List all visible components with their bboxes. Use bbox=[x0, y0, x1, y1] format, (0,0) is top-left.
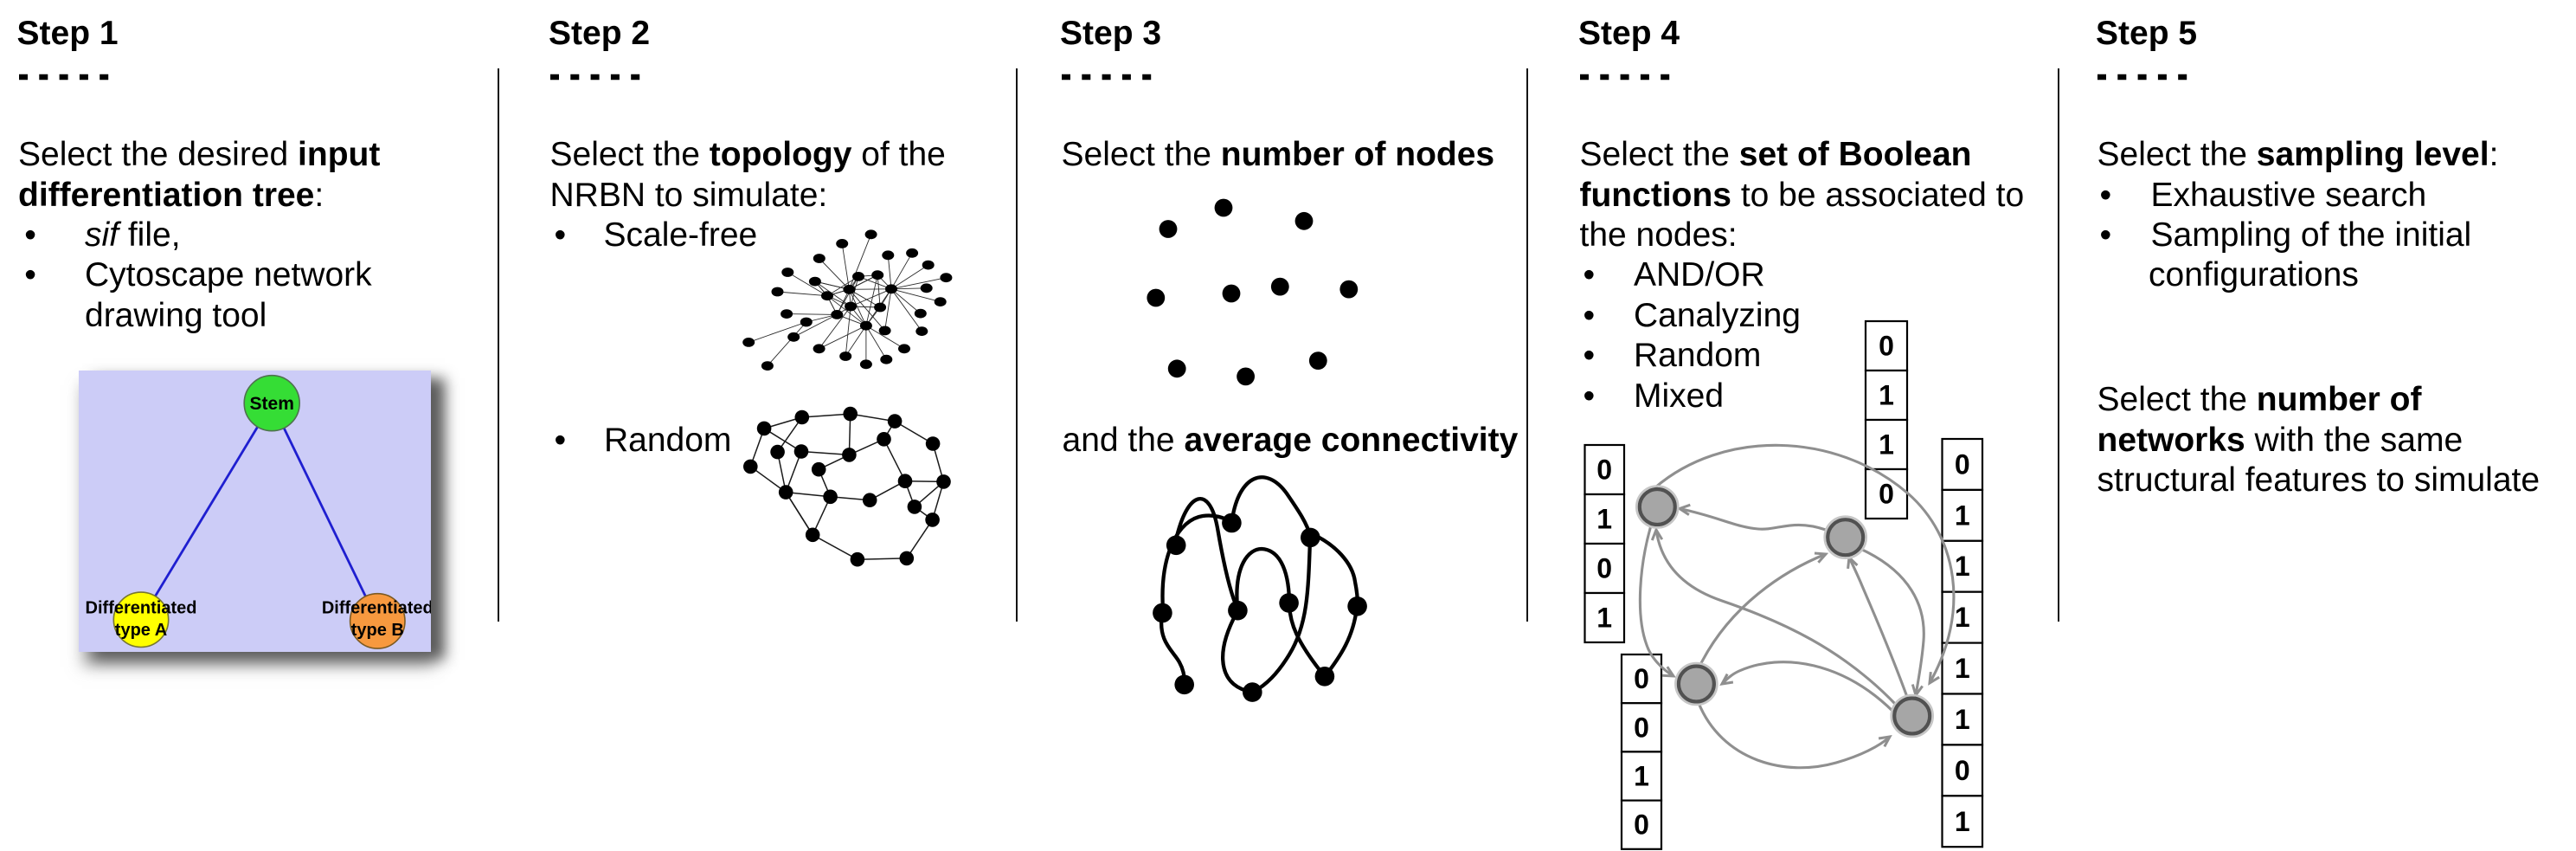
svg-text:0: 0 bbox=[1634, 712, 1649, 743]
svg-text:1: 1 bbox=[1955, 653, 1970, 684]
svg-text:1: 1 bbox=[1596, 504, 1612, 535]
svg-text:Differentiated: Differentiated bbox=[322, 598, 431, 617]
svg-text:0: 0 bbox=[1879, 479, 1894, 510]
svg-text:1: 1 bbox=[1879, 429, 1894, 461]
svg-text:0: 0 bbox=[1955, 755, 1970, 786]
svg-text:1: 1 bbox=[1879, 380, 1894, 411]
svg-text:0: 0 bbox=[1634, 663, 1649, 694]
svg-text:1: 1 bbox=[1955, 704, 1970, 735]
svg-text:0: 0 bbox=[1634, 809, 1649, 841]
svg-text:Stem: Stem bbox=[250, 394, 294, 414]
svg-text:0: 0 bbox=[1955, 449, 1970, 480]
svg-text:0: 0 bbox=[1596, 455, 1612, 486]
svg-text:0: 0 bbox=[1596, 553, 1612, 584]
svg-text:Differentiated: Differentiated bbox=[86, 598, 197, 617]
svg-text:1: 1 bbox=[1634, 761, 1649, 792]
svg-text:0: 0 bbox=[1879, 331, 1894, 362]
svg-text:1: 1 bbox=[1955, 500, 1970, 531]
svg-text:1: 1 bbox=[1596, 603, 1612, 634]
svg-text:1: 1 bbox=[1955, 551, 1970, 582]
svg-text:type B: type B bbox=[351, 620, 404, 639]
svg-text:type A: type A bbox=[115, 620, 167, 639]
svg-text:1: 1 bbox=[1955, 806, 1970, 837]
svg-text:1: 1 bbox=[1955, 602, 1970, 633]
